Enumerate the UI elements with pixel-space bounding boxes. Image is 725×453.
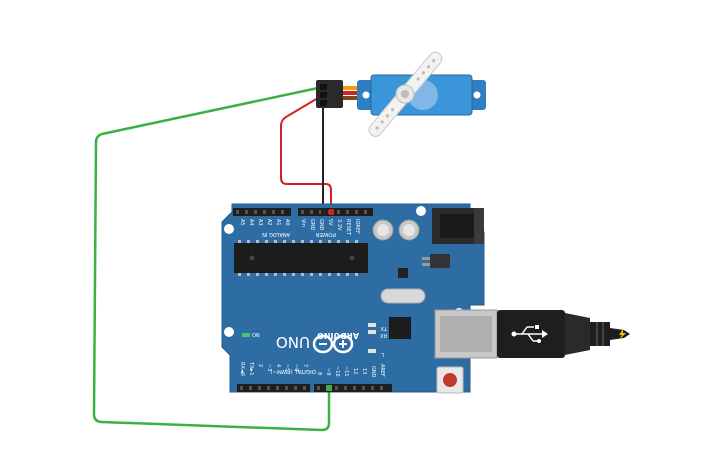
digital-pin-label: ~5: [284, 364, 290, 371]
capacitor: [372, 219, 394, 241]
tx-led: [368, 323, 376, 327]
power-pin-label: 3.3V: [336, 219, 342, 231]
power-pin-label: 5V: [327, 219, 333, 226]
analog-pin-label: A3: [257, 219, 263, 226]
tx-label: TX: [380, 325, 388, 331]
capacitor: [398, 219, 420, 241]
usb-interface-chip: [389, 317, 411, 339]
voltage-regulator: [422, 254, 450, 268]
digital-pin-label: ~3: [266, 364, 272, 371]
analog-header: [233, 208, 291, 216]
power-pin-label: Vin: [300, 219, 306, 227]
reset-button[interactable]: [436, 366, 464, 394]
digital-pin-label: GND: [370, 366, 376, 378]
analog-pin-label: A2: [266, 219, 272, 226]
power-wire[interactable]: [280, 97, 332, 212]
digital-pin-label: 8: [316, 372, 322, 375]
lightning-icon: [619, 329, 626, 340]
digital-pin-label: 12: [352, 368, 358, 374]
digital-pin-label: 4: [275, 364, 281, 367]
on-led: [242, 333, 250, 337]
power-pin-label: RESET: [345, 219, 351, 236]
analog-header-label: ANALOG IN: [262, 231, 290, 237]
analog-pin-label: A1: [275, 219, 281, 226]
power-pin-label: IOREF: [354, 219, 360, 234]
crystal-oscillator: [380, 288, 426, 304]
digital-header-label: DIGITAL (PWM~): [270, 368, 316, 374]
wires: [92, 86, 332, 432]
arduino-infinity-logo: [312, 334, 354, 354]
digital-pin-label: 7: [302, 364, 308, 367]
uno-model-text: UNO: [276, 333, 310, 351]
power-pin-label: GND: [309, 219, 315, 231]
arduino-uno[interactable]: Vin GND GND 5V 3.3V RESET IOREF POWER A0…: [221, 203, 485, 394]
digital-pin-label: ~11: [343, 366, 349, 377]
signal-wire[interactable]: [92, 86, 331, 432]
digital-pin-label: 13: [361, 368, 367, 374]
analog-pin-label: A0: [284, 219, 290, 226]
digital-pin-label: TX►1: [248, 361, 254, 376]
analog-pin-label: A5: [239, 219, 245, 226]
rx-led: [368, 330, 376, 334]
arduino-logo-text: ARDUINO: [317, 331, 359, 340]
power-header-label: POWER: [315, 231, 336, 237]
digital-pin-label: AREF: [379, 364, 385, 377]
micro-servo[interactable]: [316, 50, 486, 140]
microcontroller-chip: [234, 240, 368, 276]
digital-pin-label: 2: [257, 364, 263, 367]
power-header: [298, 208, 373, 216]
digital-pin-label: ~6: [293, 364, 299, 371]
rx-label: RX: [380, 332, 387, 338]
l-label: L: [381, 351, 384, 357]
digital-header-left: [237, 384, 310, 392]
usb-cable[interactable]: [434, 309, 630, 359]
l-led: [368, 349, 376, 353]
digital-pin-label: ~10: [334, 366, 340, 377]
analog-pin-label: A4: [248, 219, 254, 226]
on-led-label: ON: [252, 333, 260, 339]
digital-pin-label: ~9: [325, 368, 331, 375]
usb-symbol-icon: [515, 326, 542, 342]
power-pin-label: GND: [318, 219, 324, 231]
power-jack[interactable]: [432, 208, 484, 244]
digital-pin-label: RX◄0: [239, 362, 245, 376]
